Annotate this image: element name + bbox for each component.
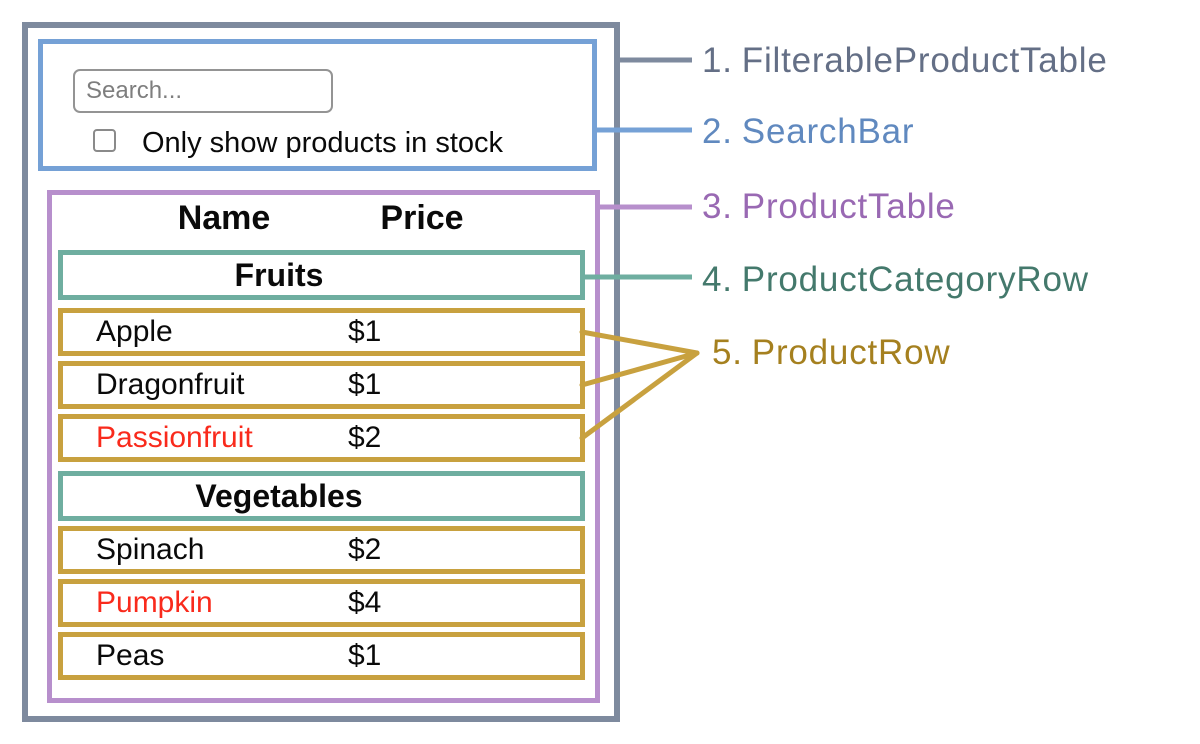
product-row: Peas $1 (58, 632, 585, 680)
product-row: Pumpkin $4 (58, 579, 585, 627)
legend-number: 2. (702, 112, 733, 151)
product-name: Peas (96, 639, 165, 672)
legend-number: 1. (702, 41, 733, 80)
product-row: Passionfruit $2 (58, 414, 585, 462)
legend-number: 5. (712, 333, 743, 372)
legend-component-name: ProductTable (741, 187, 956, 226)
product-price: $1 (348, 368, 382, 401)
legend-search-bar: 2. SearchBar (702, 110, 914, 154)
product-name: Apple (96, 315, 173, 348)
legend-component-name: FilterableProductTable (741, 41, 1108, 80)
column-header-name: Name (177, 199, 271, 237)
product-price: $4 (348, 586, 382, 619)
in-stock-checkbox[interactable] (93, 129, 116, 152)
product-price: $1 (348, 639, 382, 672)
category-label: Vegetables (195, 477, 363, 514)
legend-product-row: 5. ProductRow (712, 331, 950, 375)
category-row-vegetables: Vegetables (58, 471, 585, 521)
column-header-price: Price (380, 199, 464, 237)
product-row: Dragonfruit $1 (58, 361, 585, 409)
product-price: $2 (348, 533, 382, 566)
product-name: Dragonfruit (96, 368, 245, 401)
category-label: Fruits (234, 256, 324, 293)
product-name: Spinach (96, 533, 205, 566)
legend-component-name: SearchBar (741, 112, 915, 151)
legend-number: 4. (702, 260, 733, 299)
product-row: Apple $1 (58, 308, 585, 356)
legend-filterable-product-table: 1. FilterableProductTable (702, 39, 1108, 83)
product-price: $2 (348, 421, 382, 454)
product-name-out-of-stock: Pumpkin (96, 586, 213, 619)
legend-product-category-row: 4. ProductCategoryRow (702, 258, 1089, 302)
legend-component-name: ProductRow (751, 333, 951, 372)
legend-number: 3. (702, 187, 733, 226)
legend-product-table: 3. ProductTable (702, 185, 956, 229)
category-row-fruits: Fruits (58, 250, 585, 300)
product-price: $1 (348, 315, 382, 348)
product-name-out-of-stock: Passionfruit (96, 421, 253, 454)
legend-component-name: ProductCategoryRow (741, 260, 1089, 299)
search-input[interactable] (73, 69, 333, 113)
product-row: Spinach $2 (58, 526, 585, 574)
in-stock-checkbox-label: Only show products in stock (142, 127, 504, 159)
